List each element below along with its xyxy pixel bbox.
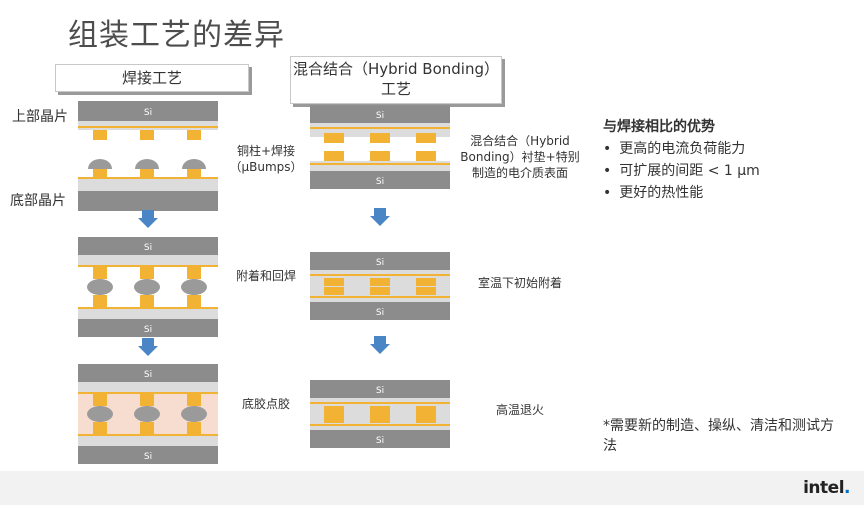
hybrid-stack-pads: Si Si: [310, 105, 450, 189]
page-title: 组装工艺的差异: [68, 18, 285, 53]
down-arrow-icon: [370, 336, 390, 354]
si-label: Si: [376, 386, 384, 396]
hybrid-stack-attach: Si Si: [310, 252, 450, 320]
top-die-label: 上部晶片: [12, 109, 68, 125]
hybrid-step2-note: 室温下初始附着: [460, 275, 580, 291]
bottom-die-label: 底部晶片: [10, 193, 66, 209]
advantage-item: 可扩展的间距 < 1 µm: [603, 160, 760, 182]
footnote: *需要新的制造、操纵、清洁和测试方法: [603, 418, 834, 454]
hybrid-step1-line2: Bonding）衬垫+特别: [460, 150, 580, 164]
solder-step2-note: 附着和回焊: [226, 268, 306, 284]
si-label: Si: [144, 325, 152, 335]
solder-process-header: 焊接工艺: [55, 64, 249, 92]
solder-stack-reflow: Si Si: [78, 237, 218, 337]
solder-step1-line2: （µBumps）: [229, 160, 303, 174]
hybrid-step1-note: 混合结合（Hybrid Bonding）衬垫+特别 制造的电介质表面: [460, 133, 580, 181]
advantages-title: 与焊接相比的优势: [603, 119, 715, 135]
hybrid-step1-line3: 制造的电介质表面: [471, 166, 568, 180]
hybrid-process-header-line2: 工艺: [380, 80, 411, 98]
solder-step1-note: 铜柱+焊接 （µBumps）: [226, 143, 306, 175]
advantage-item: 更高的电流负荷能力: [603, 138, 760, 160]
si-label: Si: [144, 452, 152, 462]
solder-step2-line1: 附着和回焊: [235, 269, 296, 283]
si-label: Si: [144, 370, 152, 380]
hybrid-step3-line1: 高温退火: [495, 403, 544, 417]
si-label: Si: [376, 177, 384, 187]
intel-logo-text: intel: [803, 478, 845, 498]
si-label: Si: [144, 243, 152, 253]
hybrid-stack-anneal: Si Si: [310, 380, 450, 448]
intel-logo: intel.: [803, 478, 850, 498]
hybrid-step2-line1: 室温下初始附着: [477, 276, 562, 290]
si-label: Si: [376, 111, 384, 121]
si-label: Si: [376, 308, 384, 318]
footer-bar: [0, 471, 864, 505]
solder-stack-underfill: Si Si: [78, 364, 218, 464]
advantage-item: 更好的热性能: [603, 182, 760, 204]
solder-step1-line1: 铜柱+焊接: [236, 144, 296, 158]
solder-step3-note: 底胶点胶: [226, 396, 306, 412]
si-label: Si: [376, 258, 384, 268]
solder-step3-line1: 底胶点胶: [241, 397, 290, 411]
hybrid-step1-line1: 混合结合（Hybrid: [470, 134, 570, 148]
down-arrow-icon: [138, 338, 158, 356]
hybrid-process-header-line1: 混合结合（Hybrid Bonding）: [293, 60, 499, 78]
down-arrow-icon: [370, 208, 390, 226]
hybrid-step3-note: 高温退火: [460, 402, 580, 418]
si-label: Si: [144, 108, 152, 118]
solder-stack-bumps: Si: [78, 101, 218, 211]
si-label: Si: [376, 436, 384, 446]
hybrid-process-header: 混合结合（Hybrid Bonding） 工艺: [290, 56, 502, 104]
down-arrow-icon: [138, 210, 158, 228]
advantages-list: 更高的电流负荷能力 可扩展的间距 < 1 µm 更好的热性能: [603, 138, 760, 204]
solder-process-header-text: 焊接工艺: [121, 69, 182, 87]
